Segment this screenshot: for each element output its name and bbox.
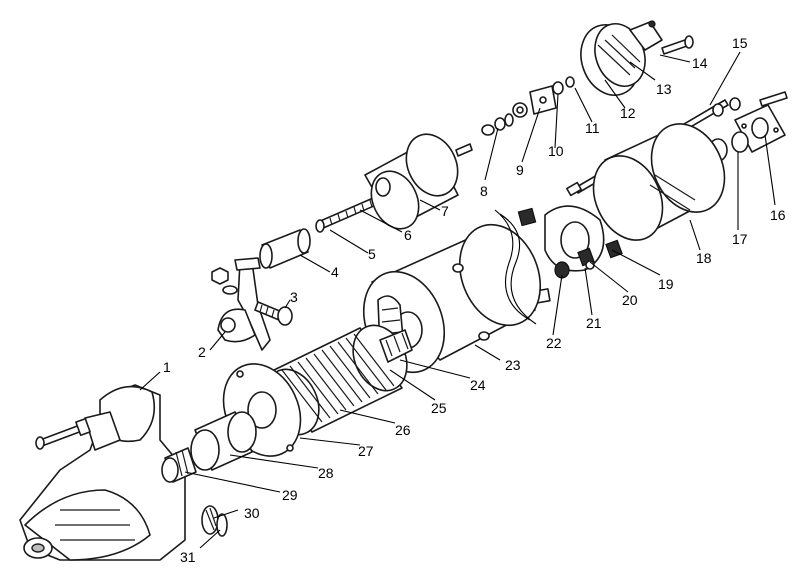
- callout-6: 6: [404, 227, 412, 243]
- leader-lines: [139, 51, 776, 549]
- callout-11: 11: [585, 120, 600, 136]
- callout-3: 3: [290, 289, 298, 305]
- callout-21: 21: [586, 315, 602, 331]
- solenoid-switch: [364, 133, 473, 230]
- callout-4: 4: [331, 264, 339, 280]
- snap-ring: [216, 513, 228, 537]
- callout-14: 14: [692, 55, 708, 71]
- callout-2: 2: [198, 344, 206, 360]
- terminal-nut-stack: [481, 102, 528, 136]
- pinion-gear: [161, 447, 197, 483]
- callout-17: 17: [732, 231, 748, 247]
- plunger: [259, 228, 311, 269]
- callout-27: 27: [358, 443, 374, 459]
- callout-20: 20: [622, 292, 638, 308]
- bracket-screws: [712, 91, 788, 117]
- callout-18: 18: [696, 250, 712, 266]
- stop-ring: [201, 505, 219, 535]
- lever-nuts: [211, 267, 238, 295]
- callout-7: 7: [441, 203, 449, 219]
- drive-end-housing: [19, 384, 186, 561]
- callout-12: 12: [620, 105, 636, 121]
- callout-16: 16: [770, 207, 786, 223]
- pivot-bolt: [254, 301, 293, 326]
- callout-24: 24: [470, 377, 486, 393]
- callout-15: 15: [732, 35, 748, 51]
- callout-31: 31: [180, 549, 196, 565]
- callout-22: 22: [546, 335, 562, 351]
- callout-labels: 1 2 3 4 5 6 7 8 9 10 11 12 13 14 15 16 1…: [163, 35, 786, 565]
- callout-26: 26: [395, 422, 411, 438]
- cover-screw: [661, 35, 694, 55]
- callout-1: 1: [163, 359, 171, 375]
- commutator-end-frame: [592, 123, 726, 241]
- shift-fork-lever: [217, 257, 271, 351]
- washer-pair: [552, 76, 575, 95]
- callout-13: 13: [656, 81, 672, 97]
- callout-28: 28: [318, 465, 334, 481]
- brush-holder-plate: [544, 205, 605, 272]
- terminal-plate: [529, 85, 557, 115]
- end-cover: [580, 20, 663, 96]
- callout-5: 5: [368, 246, 376, 262]
- callout-30: 30: [244, 505, 260, 521]
- callout-25: 25: [431, 400, 447, 416]
- callout-10: 10: [548, 143, 564, 159]
- callout-19: 19: [658, 276, 674, 292]
- mounting-bolt-left: [35, 417, 91, 450]
- overrunning-clutch: [190, 411, 257, 471]
- plunger-spring-rod: [315, 194, 384, 233]
- callout-9: 9: [516, 162, 524, 178]
- callout-23: 23: [505, 357, 521, 373]
- callout-8: 8: [480, 183, 488, 199]
- callout-29: 29: [282, 487, 298, 503]
- field-wires: [494, 209, 537, 325]
